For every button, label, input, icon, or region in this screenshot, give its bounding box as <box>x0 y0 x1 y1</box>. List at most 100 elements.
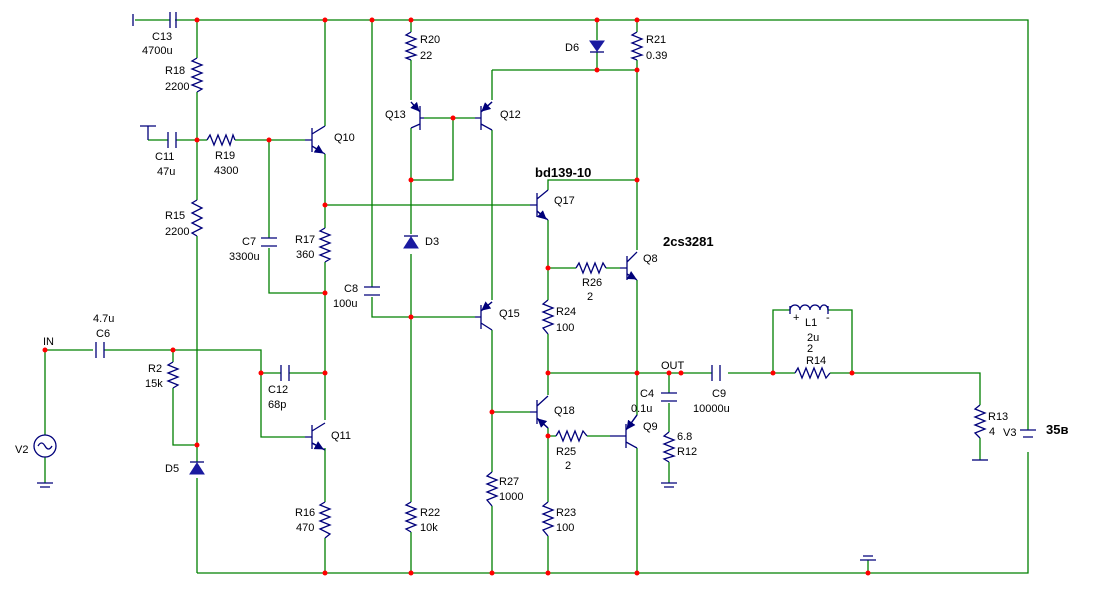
label-r13: R13 <box>988 411 1008 423</box>
value-l1-1: 2u <box>807 332 819 344</box>
label-q13: Q13 <box>385 109 406 121</box>
label-q10: Q10 <box>334 132 355 144</box>
v3-battery <box>1020 429 1036 438</box>
value-r25: 2 <box>565 460 571 472</box>
r13-resistor <box>973 404 987 439</box>
label-r24: R24 <box>556 306 576 318</box>
value-r18: 2200 <box>165 81 189 93</box>
d6-diode <box>589 40 605 52</box>
label-q15: Q15 <box>499 308 520 320</box>
labels: C13 4700u R18 2200 C11 47u R19 4300 Q10 … <box>15 31 1068 534</box>
q9-transistor <box>610 414 638 449</box>
r17-resistor <box>318 227 332 263</box>
label-c6: C6 <box>96 328 110 340</box>
r21-resistor <box>630 31 644 61</box>
c9-capacitor <box>711 365 721 381</box>
r15-resistor <box>190 199 204 237</box>
q17-transistor <box>530 189 549 221</box>
c11-capacitor <box>167 132 177 148</box>
label-r20: R20 <box>420 34 440 46</box>
label-r25: R25 <box>556 446 576 458</box>
label-r14: R14 <box>806 355 826 367</box>
junction-nodes <box>42 17 871 576</box>
label-r17: R17 <box>295 234 315 246</box>
label-c7: C7 <box>242 236 256 248</box>
label-c12: C12 <box>268 384 288 396</box>
part-bd139: bd139-10 <box>535 165 591 180</box>
q8-transistor <box>620 251 638 281</box>
r16-resistor <box>318 501 332 539</box>
label-c11: C11 <box>155 151 174 163</box>
q13-transistor <box>410 101 424 130</box>
label-q9: Q9 <box>643 421 658 433</box>
value-c4: 0.1u <box>631 403 652 415</box>
r19-resistor <box>206 133 236 147</box>
value-r24: 100 <box>556 322 574 334</box>
value-r20: 22 <box>420 50 432 62</box>
minus-l1: - <box>826 312 830 324</box>
c8-capacitor <box>364 286 380 296</box>
label-r18: R18 <box>165 65 185 77</box>
label-c4: C4 <box>640 388 654 400</box>
components <box>33 12 1036 561</box>
value-c11: 47u <box>157 166 175 178</box>
r14-resistor <box>794 366 831 380</box>
label-r15: R15 <box>165 210 185 222</box>
label-q8: Q8 <box>643 253 658 265</box>
label-r2: R2 <box>148 363 162 375</box>
c12-capacitor <box>280 365 290 381</box>
label-out: OUT <box>661 360 685 372</box>
r26-resistor <box>575 261 607 275</box>
d3-diode <box>403 236 419 249</box>
label-q12: Q12 <box>500 109 521 121</box>
c7-capacitor <box>261 237 277 247</box>
label-in: IN <box>43 336 54 348</box>
value-r21: 0.39 <box>646 50 667 62</box>
value-r23: 100 <box>556 522 574 534</box>
label-c13: C13 <box>152 31 172 43</box>
value-r15: 2200 <box>165 226 189 238</box>
value-r19: 4300 <box>214 165 238 177</box>
label-c9: C9 <box>712 388 726 400</box>
value-c7: 3300u <box>229 251 260 263</box>
r24-resistor <box>541 299 555 335</box>
q18-transistor <box>530 395 549 429</box>
label-d5: D5 <box>165 463 179 475</box>
q10-transistor <box>305 125 326 155</box>
label-v2: V2 <box>15 444 28 456</box>
q15-transistor <box>475 301 493 331</box>
r18-resistor <box>190 57 204 93</box>
label-r16: R16 <box>295 507 315 519</box>
label-d3: D3 <box>425 236 439 248</box>
r25-resistor <box>555 429 588 443</box>
c6-capacitor <box>95 342 105 358</box>
l1-inductor <box>789 304 829 311</box>
label-d6: D6 <box>565 42 579 54</box>
label-r19: R19 <box>215 150 235 162</box>
label-l1: L1 <box>805 317 817 329</box>
plus-l1: + <box>793 312 799 324</box>
label-r21: R21 <box>646 34 666 46</box>
value-r22: 10k <box>420 522 438 534</box>
value-c13: 4700u <box>142 45 173 57</box>
label-r26: R26 <box>582 277 602 289</box>
r23-resistor <box>541 501 555 537</box>
label-q17: Q17 <box>554 195 575 207</box>
value-r16: 470 <box>296 522 314 534</box>
c4-capacitor <box>661 392 677 402</box>
value-r2: 15k <box>145 378 163 390</box>
value-c8: 100u <box>333 298 357 310</box>
value-r26: 2 <box>587 291 593 303</box>
value-c6: 4.7u <box>93 313 114 325</box>
d5-diode <box>189 462 205 475</box>
value-r27: 1000 <box>499 491 523 503</box>
value-l1-2: 2 <box>807 343 813 355</box>
r12-resistor <box>662 431 676 463</box>
wires <box>44 19 1029 574</box>
label-c8: C8 <box>344 283 358 295</box>
label-r12: R12 <box>677 446 697 458</box>
r20-resistor <box>404 31 418 61</box>
value-v3: 35в <box>1046 422 1068 437</box>
c13-capacitor <box>169 12 177 28</box>
r27-resistor <box>485 471 499 507</box>
